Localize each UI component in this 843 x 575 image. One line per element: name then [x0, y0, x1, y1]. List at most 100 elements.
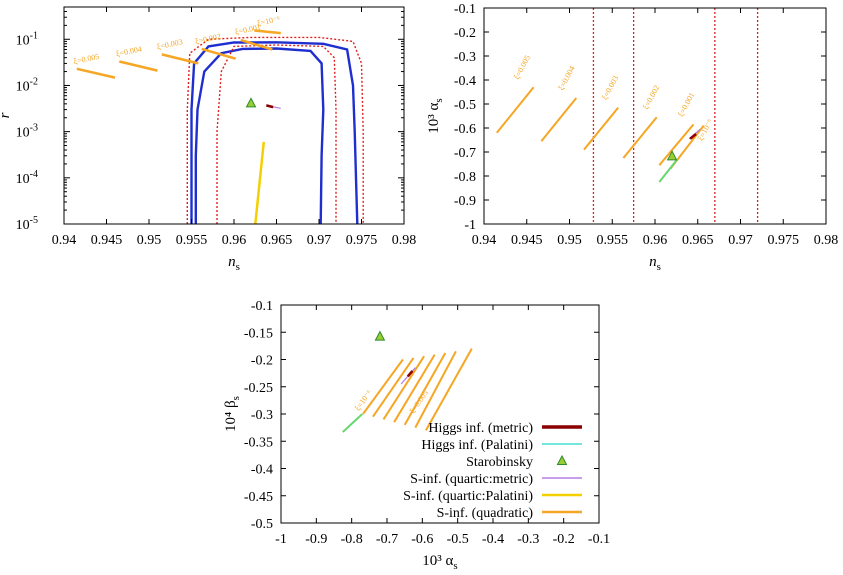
- x-tick-label: -0.3: [517, 532, 539, 547]
- xi-label: ξ=10⁻⁶: [256, 14, 281, 28]
- y-tick-label: -0.2: [251, 354, 273, 369]
- legend-label: Higgs inf. (Palatini): [421, 438, 533, 453]
- series-line-s_quadratic: [393, 354, 436, 423]
- y-tick-exponent: -2: [30, 76, 38, 87]
- series-line-higgs_metric: [406, 370, 414, 378]
- chart-alphas-betas: -1-0.9-0.8-0.7-0.6-0.5-0.4-0.3-0.2-0.1-0…: [223, 299, 610, 572]
- plot-area: [342, 330, 473, 433]
- x-tick-label: 0.96: [643, 233, 668, 248]
- y-axis-label: 10⁴ βs: [223, 396, 242, 432]
- y-tick-label: -0.1: [454, 2, 476, 17]
- y-axis-label: 10³ αs: [426, 98, 445, 133]
- xi-label: ξ=0.002: [641, 84, 661, 111]
- y-axis-label-sub: s: [230, 396, 242, 400]
- legend-label: Higgs inf. (metric): [428, 421, 533, 436]
- confidence-contour: [190, 41, 359, 224]
- x-tick-label: 0.975: [768, 233, 800, 248]
- series-line-s_quadratic: [76, 67, 116, 79]
- plot-frame: [483, 7, 827, 225]
- series-line-s_quadratic: [658, 123, 695, 166]
- y-tick-base: 10: [16, 218, 30, 233]
- x-tick-label: 0.965: [261, 233, 293, 248]
- y-axis-label-sub: s: [433, 98, 445, 102]
- xi-label: ξ=0.003: [156, 37, 183, 51]
- x-tick-label: -0.6: [411, 532, 433, 547]
- legend-label: S-inf. (quadratic): [437, 506, 534, 521]
- y-tick-base: 10: [16, 33, 30, 48]
- series-line-s_quartic_palatini: [254, 141, 266, 224]
- y-axis-label: r: [0, 112, 13, 118]
- x-tick-label: 0.96: [222, 233, 247, 248]
- y-tick-label: -0.5: [251, 517, 273, 532]
- series-line-s_quadratic: [622, 116, 658, 159]
- x-tick-label: 0.95: [137, 233, 162, 248]
- x-axis-label-main: n: [228, 254, 236, 270]
- x-tick-label: 0.94: [52, 233, 77, 248]
- y-axis-label-main: 10³ α: [426, 102, 442, 133]
- series-line-s_quadratic: [201, 47, 237, 60]
- confidence-contour: [216, 44, 337, 224]
- series-line-s_quadratic: [496, 86, 535, 134]
- y-tick-label: -0.7: [454, 146, 476, 161]
- x-tick-label: 0.945: [91, 233, 123, 248]
- y-tick-label: -0.3: [251, 408, 273, 423]
- series-line-green_seg: [658, 159, 678, 183]
- x-tick-label: 0.95: [557, 233, 582, 248]
- plot-frame: [63, 6, 405, 225]
- y-tick-base: 10: [16, 126, 30, 141]
- y-tick-label: -0.45: [244, 490, 273, 505]
- starobinsky-marker: [245, 97, 257, 108]
- y-tick-label: 10-5: [16, 215, 38, 233]
- x-tick-label: 0.955: [597, 233, 629, 248]
- x-tick-label: -0.2: [553, 532, 575, 547]
- xi-label: ξ=10⁻⁶: [353, 388, 374, 412]
- y-tick-label: 10-1: [16, 30, 38, 48]
- series-line-s_quadratic: [161, 53, 199, 65]
- y-tick-label: -0.35: [244, 435, 273, 450]
- y-tick-label: -0.4: [454, 74, 476, 89]
- x-tick-label: 0.98: [392, 233, 417, 248]
- confidence-contour: [186, 36, 364, 224]
- x-axis-label: ns: [228, 254, 240, 273]
- x-tick-label: -0.9: [305, 532, 327, 547]
- x-axis-label: ns: [649, 254, 661, 273]
- x-tick-label: -0.8: [341, 532, 363, 547]
- x-axis-label-main: 10³ α: [422, 553, 453, 569]
- series-line-s_quadratic: [372, 357, 415, 418]
- xi-label: ξ=0.005: [73, 52, 100, 66]
- xi-label: ξ=0.001: [676, 91, 696, 118]
- y-tick-base: 10: [16, 79, 30, 94]
- series-line-s_quadratic: [240, 38, 273, 51]
- y-tick-base: 10: [16, 172, 30, 187]
- series-line-s_quadratic: [425, 348, 473, 431]
- x-tick-label: 0.945: [511, 233, 543, 248]
- y-tick-label: -0.1: [251, 299, 273, 314]
- x-tick-label: -0.5: [447, 532, 469, 547]
- series-line-s_quadratic: [403, 352, 447, 426]
- x-axis-label-sub: s: [453, 560, 457, 572]
- y-axis-label-main: 10⁴ β: [223, 400, 239, 432]
- y-tick-label: -1: [464, 218, 476, 233]
- series-line-s_quadratic: [119, 60, 158, 72]
- series-line-green_seg: [342, 413, 363, 433]
- y-tick-label: -0.2: [454, 26, 476, 41]
- series-line-s_quadratic: [362, 358, 404, 415]
- x-tick-label: 0.97: [728, 233, 753, 248]
- xi-label: ξ=0.005: [512, 54, 532, 81]
- y-tick-label: 10-4: [16, 169, 38, 187]
- x-tick-label: -0.4: [482, 532, 504, 547]
- plot-frame: [280, 304, 600, 524]
- x-tick-label: 0.975: [346, 233, 378, 248]
- legend-label: Starobinsky: [466, 455, 533, 470]
- plot-area: [496, 8, 759, 224]
- x-axis-label-sub: s: [657, 261, 661, 273]
- legend-label: S-inf. (quartic:Palatini): [403, 489, 533, 504]
- y-axis-label-main: r: [0, 112, 13, 118]
- series-line-s_quadratic: [382, 355, 425, 420]
- legend-swatch-triangle: [556, 454, 568, 465]
- series-line-s_quadratic: [583, 106, 619, 151]
- y-tick-label: -0.9: [454, 194, 476, 209]
